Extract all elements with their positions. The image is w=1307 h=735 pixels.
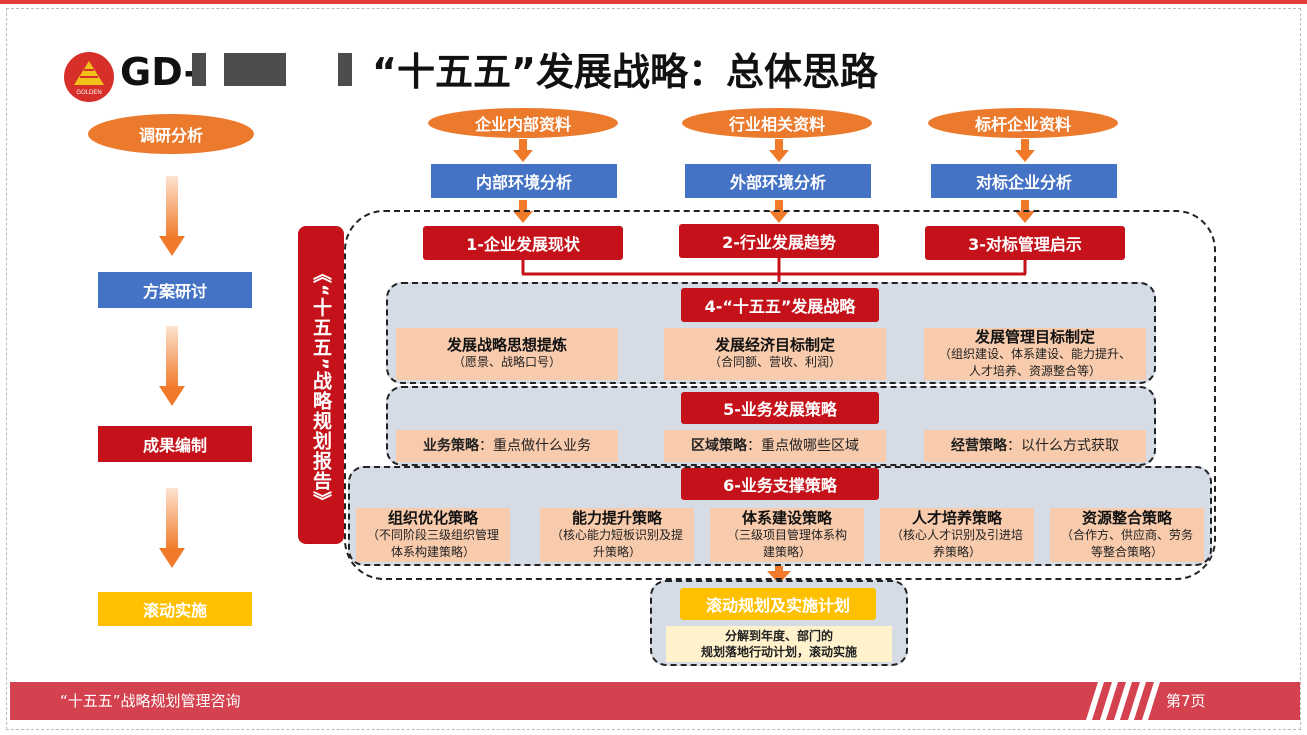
- card-title: 能力提升策略: [571, 508, 662, 527]
- footer-bar: [10, 682, 1300, 720]
- stripes-decoration: [1086, 682, 1160, 720]
- card-title: 资源整合策略: [1081, 508, 1172, 527]
- card-head: 业务策略: [423, 437, 479, 454]
- card-title: 发展经济目标制定: [714, 336, 835, 354]
- card-title: 发展管理目标制定: [974, 327, 1095, 346]
- rolling-plan-label: 滚动规划及实施计划: [680, 588, 876, 620]
- detail-line: 规划落地行动计划，滚动实施: [700, 645, 857, 659]
- section4-label: 4-“十五五”发展战略: [681, 288, 879, 322]
- resource-card: 资源整合策略 （合作方、供应商、劳务等整合策略）: [1050, 508, 1204, 562]
- report-side-label: 《“十五五”战略规划报告》: [298, 226, 344, 544]
- down-arrow-icon: [159, 488, 185, 568]
- source-internal: 企业内部资料: [428, 108, 618, 138]
- capability-card: 能力提升策略 （核心能力短板识别及提升策略）: [540, 508, 694, 562]
- card-title: 组织优化策略: [387, 508, 478, 527]
- company-logo: GOLDEN: [64, 52, 114, 102]
- down-arrow-icon: [159, 326, 185, 406]
- card-title: 体系建设策略: [741, 508, 832, 527]
- title-main: “十五五”发展战略：总体思路: [372, 50, 878, 94]
- redaction-block: [338, 53, 352, 86]
- card-head: 经营策略: [951, 437, 1007, 454]
- talent-card: 人才培养策略 （核心人才识别及引进培养策略）: [880, 508, 1034, 562]
- card-subtitle: （愿景、战略口号）: [452, 355, 561, 369]
- stage-benchmark-insight: 3-对标管理启示: [925, 226, 1125, 260]
- down-arrow-icon: [159, 176, 185, 256]
- rolling-plan-detail: 分解到年度、部门的 规划落地行动计划，滚动实施: [666, 626, 892, 662]
- regional-focus-card: 区域策略：重点做哪些区域: [664, 430, 886, 462]
- section5-label: 5-业务发展策略: [681, 392, 879, 424]
- section6-label: 6-业务支撑策略: [681, 468, 879, 500]
- svg-text:GOLDEN: GOLDEN: [76, 90, 101, 96]
- footer-title: “十五五”战略规划管理咨询: [60, 692, 241, 710]
- page-number: 第7页: [1166, 692, 1206, 710]
- org-optimization-card: 组织优化策略 （不同阶段三级组织管理体系构建策略）: [356, 508, 510, 562]
- detail-line: 分解到年度、部门的: [724, 629, 833, 643]
- card-head: 区域策略: [691, 437, 747, 454]
- system-building-card: 体系建设策略 （三级项目管理体系构建策略）: [710, 508, 864, 562]
- flow-step-compile: 成果编制: [98, 426, 252, 462]
- report-scope-boundary: [344, 210, 1216, 580]
- strategy-thinking-card: 发展战略思想提炼 （愿景、战略口号）: [396, 328, 618, 380]
- source-industry: 行业相关资料: [682, 108, 872, 138]
- card-text: ：重点做什么业务: [479, 437, 591, 454]
- card-text: ：以什么方式获取: [1007, 437, 1119, 454]
- top-accent-bar: [0, 0, 1307, 4]
- stage-current-status: 1-企业发展现状: [423, 226, 623, 260]
- card-text: ：重点做哪些区域: [747, 437, 859, 454]
- card-title: 发展战略思想提炼: [446, 336, 567, 354]
- card-subtitle: （三级项目管理体系构建策略）: [726, 527, 847, 559]
- management-target-card: 发展管理目标制定 （组织建设、体系建设、能力提升、人才培养、资源整合等）: [924, 328, 1146, 380]
- card-subtitle: （核心人才识别及引进培养策略）: [890, 527, 1023, 559]
- report-title-vertical: 《“十五五”战略规划报告》: [310, 264, 332, 511]
- card-subtitle: （不同阶段三级组织管理体系构建策略）: [366, 527, 499, 559]
- card-subtitle: （组织建设、体系建设、能力提升、人才培养、资源整合等）: [938, 346, 1131, 378]
- title-prefix: GD-: [120, 50, 200, 94]
- redaction-block: [192, 53, 206, 86]
- analysis-external: 外部环境分析: [685, 164, 871, 198]
- stage-industry-trend: 2-行业发展趋势: [679, 224, 879, 258]
- flow-step-research: 调研分析: [88, 114, 254, 154]
- analysis-internal: 内部环境分析: [431, 164, 617, 198]
- business-focus-card: 业务策略：重点做什么业务: [396, 430, 618, 462]
- card-title: 人才培养策略: [911, 508, 1002, 527]
- economic-target-card: 发展经济目标制定 （合同额、营收、利润）: [664, 328, 886, 380]
- source-benchmark: 标杆企业资料: [928, 108, 1118, 138]
- redaction-block: [224, 53, 286, 86]
- operation-mode-card: 经营策略：以什么方式获取: [924, 430, 1146, 462]
- flow-step-implement: 滚动实施: [98, 592, 252, 626]
- flow-step-discussion: 方案研讨: [98, 272, 252, 308]
- card-subtitle: （合作方、供应商、劳务等整合策略）: [1060, 527, 1193, 559]
- card-subtitle: （核心能力短板识别及提升策略）: [550, 527, 683, 559]
- analysis-benchmark: 对标企业分析: [931, 164, 1117, 198]
- pyramid-icon: GOLDEN: [74, 61, 104, 96]
- card-subtitle: （合同额、营收、利润）: [708, 355, 841, 369]
- slide-frame: [6, 8, 1301, 730]
- page-title: GD-: [120, 44, 199, 100]
